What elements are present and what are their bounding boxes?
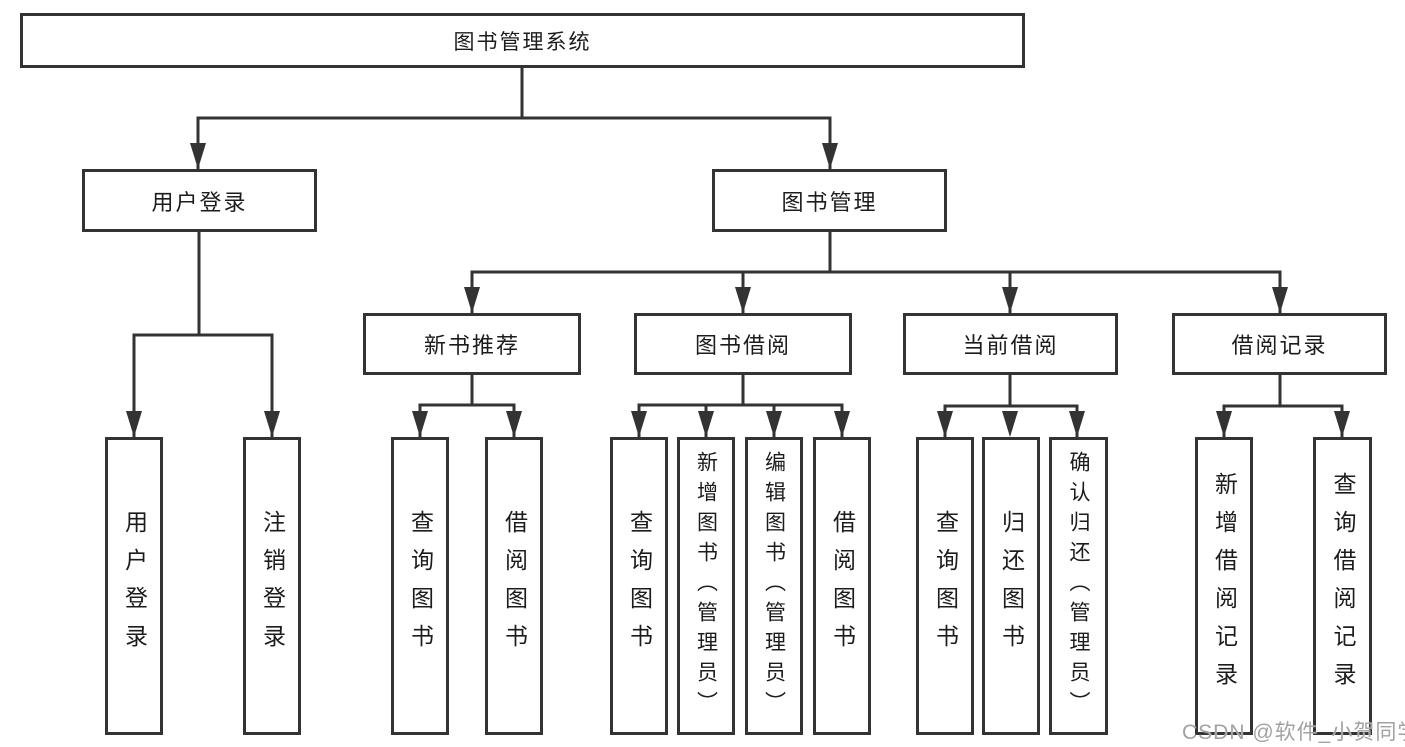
leaf-logout: 注销登录 xyxy=(243,437,301,735)
leaf-label: 新增借阅记录 xyxy=(1211,472,1238,700)
leaf-label: 查询借阅记录 xyxy=(1330,472,1356,700)
leaf-label: 注销登录 xyxy=(259,510,286,662)
leaf-label: 借阅图书 xyxy=(829,510,856,662)
leaf-confirm-return-admin: 确认归还（管理员） xyxy=(1049,437,1108,735)
leaf-label: 归还图书 xyxy=(998,510,1025,662)
leaf-query-books-2: 查询图书 xyxy=(610,437,668,735)
node-new-book-recommend: 新书推荐 xyxy=(363,313,581,375)
leaf-query-borrow-record: 查询借阅记录 xyxy=(1313,437,1372,735)
node-label: 当前借阅 xyxy=(962,333,1059,358)
leaf-add-books-admin: 新增图书（管理员） xyxy=(677,437,735,735)
leaf-label: 用户登录 xyxy=(121,510,148,662)
leaf-query-books-1: 查询图书 xyxy=(391,437,449,735)
leaf-edit-books-admin: 编辑图书（管理员） xyxy=(745,437,803,735)
node-library-management-system: 图书管理系统 xyxy=(20,13,1025,68)
leaf-label: 确认归还（管理员） xyxy=(1067,451,1090,721)
leaf-label: 查询图书 xyxy=(407,510,434,662)
leaf-borrow-books-1: 借阅图书 xyxy=(485,437,543,735)
node-current-borrow: 当前借阅 xyxy=(903,313,1118,375)
node-label: 图书管理系统 xyxy=(453,30,592,54)
leaf-user-login: 用户登录 xyxy=(105,437,163,735)
leaf-query-books-3: 查询图书 xyxy=(916,437,974,735)
node-label: 图书管理 xyxy=(781,189,878,215)
node-label: 用户登录 xyxy=(151,189,248,215)
leaf-add-borrow-record: 新增借阅记录 xyxy=(1195,437,1253,735)
leaf-label: 借阅图书 xyxy=(501,510,528,662)
leaf-borrow-books-2: 借阅图书 xyxy=(813,437,871,735)
leaf-label: 查询图书 xyxy=(932,510,959,662)
node-label: 新书推荐 xyxy=(423,333,520,358)
leaf-label: 新增图书（管理员） xyxy=(694,451,718,721)
leaf-label: 编辑图书（管理员） xyxy=(762,451,786,721)
node-user-login: 用户登录 xyxy=(82,169,317,232)
node-label: 图书借阅 xyxy=(694,333,791,358)
leaf-label: 查询图书 xyxy=(626,510,653,662)
leaf-return-books: 归还图书 xyxy=(982,437,1040,735)
arrowheads xyxy=(126,143,1350,437)
csdn-watermark: CSDN @软件_小贺同学 xyxy=(1182,721,1405,744)
node-book-borrow: 图书借阅 xyxy=(634,313,852,375)
node-book-management: 图书管理 xyxy=(712,169,947,232)
node-borrow-records: 借阅记录 xyxy=(1172,313,1387,375)
node-label: 借阅记录 xyxy=(1231,333,1328,358)
